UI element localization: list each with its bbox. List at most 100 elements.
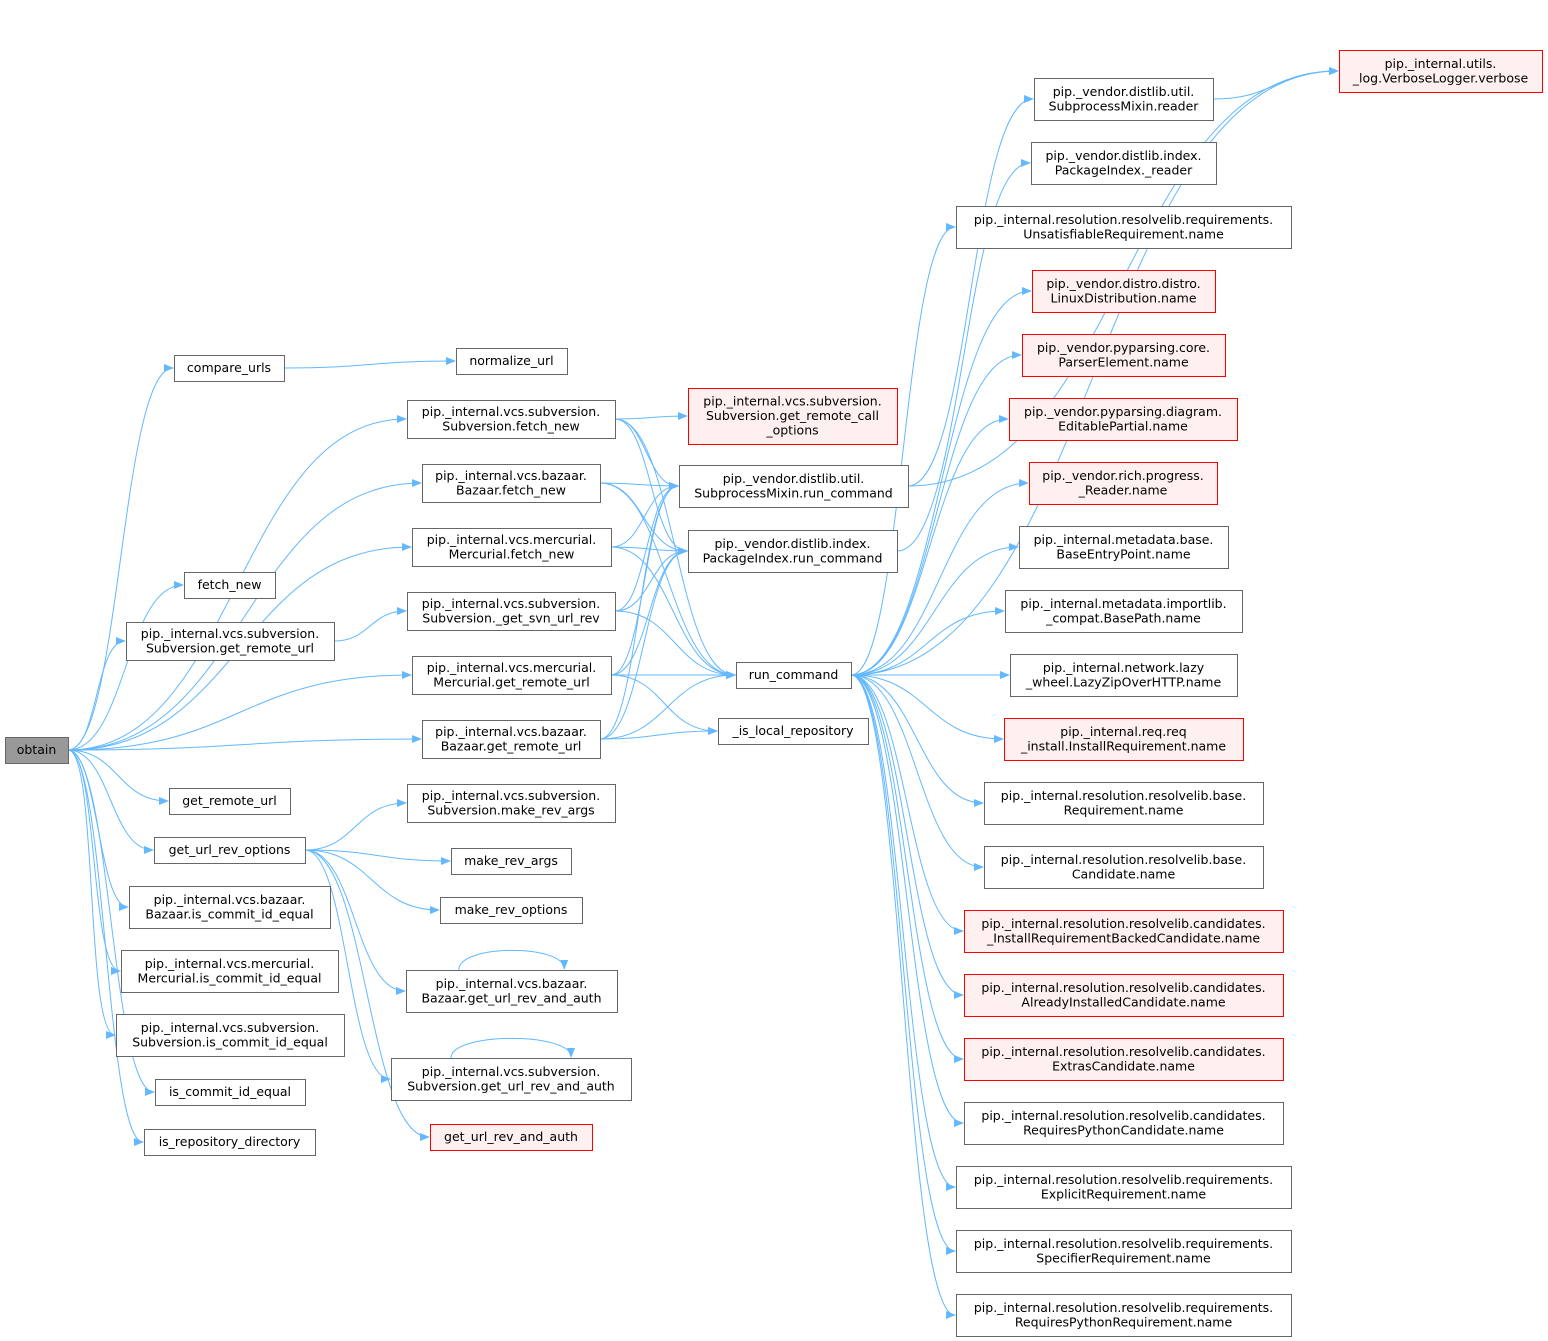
node-label: SubprocessMixin.run_command [694,485,892,500]
node-label: make_rev_options [455,902,568,917]
edge-bzr_get_remote_url-to-distlib_index_run_command [599,547,688,740]
node-get_url_rev_and_auth[interactable]: get_url_rev_and_auth [430,1124,593,1151]
node-extras_name[interactable]: pip._internal.resolution.resolvelib.cand… [964,1038,1284,1081]
node-box [144,1129,316,1156]
node-lazy_wheel_name[interactable]: pip._internal.network.lazy_wheel.LazyZip… [1010,654,1238,697]
edge-run_command-to-install_req_name [850,674,1004,743]
node-box [456,348,568,375]
node-label: pip._internal.metadata.base. [1034,532,1214,547]
node-label: AlreadyInstalledCandidate.name [1021,994,1225,1009]
node-pyparsing_core_name[interactable]: pip._vendor.pyparsing.core.ParserElement… [1022,334,1226,377]
node-get_url_rev_options[interactable]: get_url_rev_options [154,837,306,864]
node-base_entry_point_name[interactable]: pip._internal.metadata.base.BaseEntryPoi… [1019,526,1229,569]
node-distlib_index_run_command[interactable]: pip._vendor.distlib.index.PackageIndex.r… [688,530,898,573]
node-unsat_req_name[interactable]: pip._internal.resolution.resolvelib.requ… [956,206,1292,249]
node-base_candidate_name[interactable]: pip._internal.resolution.resolvelib.base… [984,846,1264,889]
node-label: pip._internal.metadata.importlib. [1020,596,1226,611]
node-normalize_url[interactable]: normalize_url [456,348,568,375]
node-bzr_is_commit_id_equal[interactable]: pip._internal.vcs.bazaar.Bazaar.is_commi… [129,886,331,929]
node-get_remote_url[interactable]: get_remote_url [169,788,291,815]
node-label: fetch_new [198,577,262,592]
node-specifier_req_name[interactable]: pip._internal.resolution.resolvelib.requ… [956,1230,1292,1273]
node-label: ParserElement.name [1058,354,1189,369]
node-bzr_get_url_rev_and_auth[interactable]: pip._internal.vcs.bazaar.Bazaar.get_url_… [406,970,618,1013]
node-is_commit_id_equal[interactable]: is_commit_id_equal [155,1079,306,1106]
node-box [184,572,276,599]
node-irbc_name[interactable]: pip._internal.resolution.resolvelib.cand… [964,910,1284,953]
node-is_local_repository[interactable]: _is_local_repository [718,718,869,745]
node-label: RequiresPythonCandidate.name [1023,1122,1224,1137]
node-bzr_fetch_new[interactable]: pip._internal.vcs.bazaar.Bazaar.fetch_ne… [422,464,601,503]
node-make_rev_args[interactable]: make_rev_args [451,848,572,875]
node-hg_get_remote_url[interactable]: pip._internal.vcs.mercurial.Mercurial.ge… [412,656,612,695]
edge-svn_fetch_new-to-distlib_util_run_command [614,418,679,490]
node-box [412,656,612,695]
node-fetch_new[interactable]: fetch_new [184,572,276,599]
node-base_requirement_name[interactable]: pip._internal.resolution.resolvelib.base… [984,782,1264,825]
node-label: pip._internal.resolution.resolvelib.requ… [974,1300,1273,1315]
node-label: is_repository_directory [159,1134,301,1149]
node-pyparsing_diagram_name[interactable]: pip._vendor.pyparsing.diagram.EditablePa… [1009,398,1238,441]
node-label: get_remote_url [182,793,277,808]
edge-bzr_get_remote_url-to-distlib_util_run_command [599,482,679,740]
node-svn_fetch_new[interactable]: pip._internal.vcs.subversion.Subversion.… [407,400,616,439]
node-distlib_index_reader[interactable]: pip._vendor.distlib.index.PackageIndex._… [1031,142,1217,185]
node-compare_urls[interactable]: compare_urls [174,355,285,382]
node-box [964,974,1284,1017]
nodes: obtain compare_urls normalize_url pip._inte… [5,50,1543,1337]
edge-get_url_rev_options-to-bzr_get_url_rev_and_auth [304,849,406,995]
node-label: _wheel.LazyZipOverHTTP.name [1025,674,1222,689]
node-label: _log.VerboseLogger.verbose [1352,70,1529,85]
edge-get_url_rev_options-to-get_url_rev_and_auth [304,849,430,1141]
node-svn_get_remote_call_options[interactable]: pip._internal.vcs.subversion.Subversion.… [688,388,898,445]
node-label: _Reader.name [1078,482,1168,497]
edge-run_command-to-irbc_name [850,674,964,935]
edge-hg_get_remote_url-to-distlib_index_run_command [610,547,688,676]
node-distlib_util_reader[interactable]: pip._vendor.distlib.util.SubprocessMixin… [1034,78,1214,121]
node-box [451,848,572,875]
node-distlib_util_run_command[interactable]: pip._vendor.distlib.util.SubprocessMixin… [679,465,909,508]
node-box [174,355,285,382]
node-aic_name[interactable]: pip._internal.resolution.resolvelib.cand… [964,974,1284,1017]
node-label: Subversion.make_rev_args [427,802,594,817]
edge-run_command-to-basepath_name [850,607,1005,676]
node-rpc_name[interactable]: pip._internal.resolution.resolvelib.cand… [964,1102,1284,1145]
node-svn_get_remote_url[interactable]: pip._internal.vcs.subversion.Subversion.… [126,622,335,661]
node-label: pip._internal.vcs.bazaar. [436,976,588,991]
node-label: pip._internal.resolution.resolvelib.cand… [981,1044,1265,1059]
node-rpr_name[interactable]: pip._internal.resolution.resolvelib.requ… [956,1294,1292,1337]
node-svn_is_commit_id_equal[interactable]: pip._internal.vcs.subversion.Subversion.… [116,1014,345,1057]
node-run_command[interactable]: run_command [736,662,852,689]
node-label: Candidate.name [1072,866,1176,881]
node-bzr_get_remote_url[interactable]: pip._internal.vcs.bazaar.Bazaar.get_remo… [422,720,601,759]
edge-svn_get_remote_url-to-svn_get_svn_url_rev [333,607,407,642]
node-label: Subversion.get_remote_call [706,408,879,423]
node-box [169,788,291,815]
edge-bzr_get_remote_url-to-is_local_repository [599,727,718,740]
node-svn_get_url_rev_and_auth[interactable]: pip._internal.vcs.subversion.Subversion.… [391,1058,632,1101]
node-hg_is_commit_id_equal[interactable]: pip._internal.vcs.mercurial.Mercurial.is… [121,950,339,993]
node-label: Bazaar.is_commit_id_equal [145,906,313,921]
node-box [956,1294,1292,1337]
node-box [5,737,69,764]
node-svn_make_rev_args[interactable]: pip._internal.vcs.subversion.Subversion.… [407,784,616,823]
node-distro_name[interactable]: pip._vendor.distro.distro.LinuxDistribut… [1032,270,1216,313]
node-label: LinuxDistribution.name [1050,290,1196,305]
node-make_rev_options[interactable]: make_rev_options [440,897,583,924]
edge-bzr_get_url_rev_and_auth-to-bzr_get_url_rev_and_auth [458,949,569,971]
node-box [155,1079,306,1106]
node-rich_reader_name[interactable]: pip._vendor.rich.progress._Reader.name [1029,462,1218,505]
node-label: Subversion.is_commit_id_equal [132,1034,328,1049]
node-basepath_name[interactable]: pip._internal.metadata.importlib._compat… [1005,590,1243,633]
node-hg_fetch_new[interactable]: pip._internal.vcs.mercurial.Mercurial.fe… [412,528,612,567]
node-verbose[interactable]: pip._internal.utils._log.VerboseLogger.v… [1339,50,1543,93]
node-install_req_name[interactable]: pip._internal.req.req_install.InstallReq… [1004,718,1244,761]
node-label: pip._vendor.distlib.util. [1053,84,1195,99]
node-box [956,1166,1292,1209]
node-obtain[interactable]: obtain [5,737,69,764]
node-svn_get_svn_url_rev[interactable]: pip._internal.vcs.subversion.Subversion.… [407,592,616,631]
node-is_repository_directory[interactable]: is_repository_directory [144,1129,316,1156]
node-label: Subversion.fetch_new [442,418,579,433]
node-explicit_req_name[interactable]: pip._internal.resolution.resolvelib.requ… [956,1166,1292,1209]
node-label: _compat.BasePath.name [1045,610,1201,625]
